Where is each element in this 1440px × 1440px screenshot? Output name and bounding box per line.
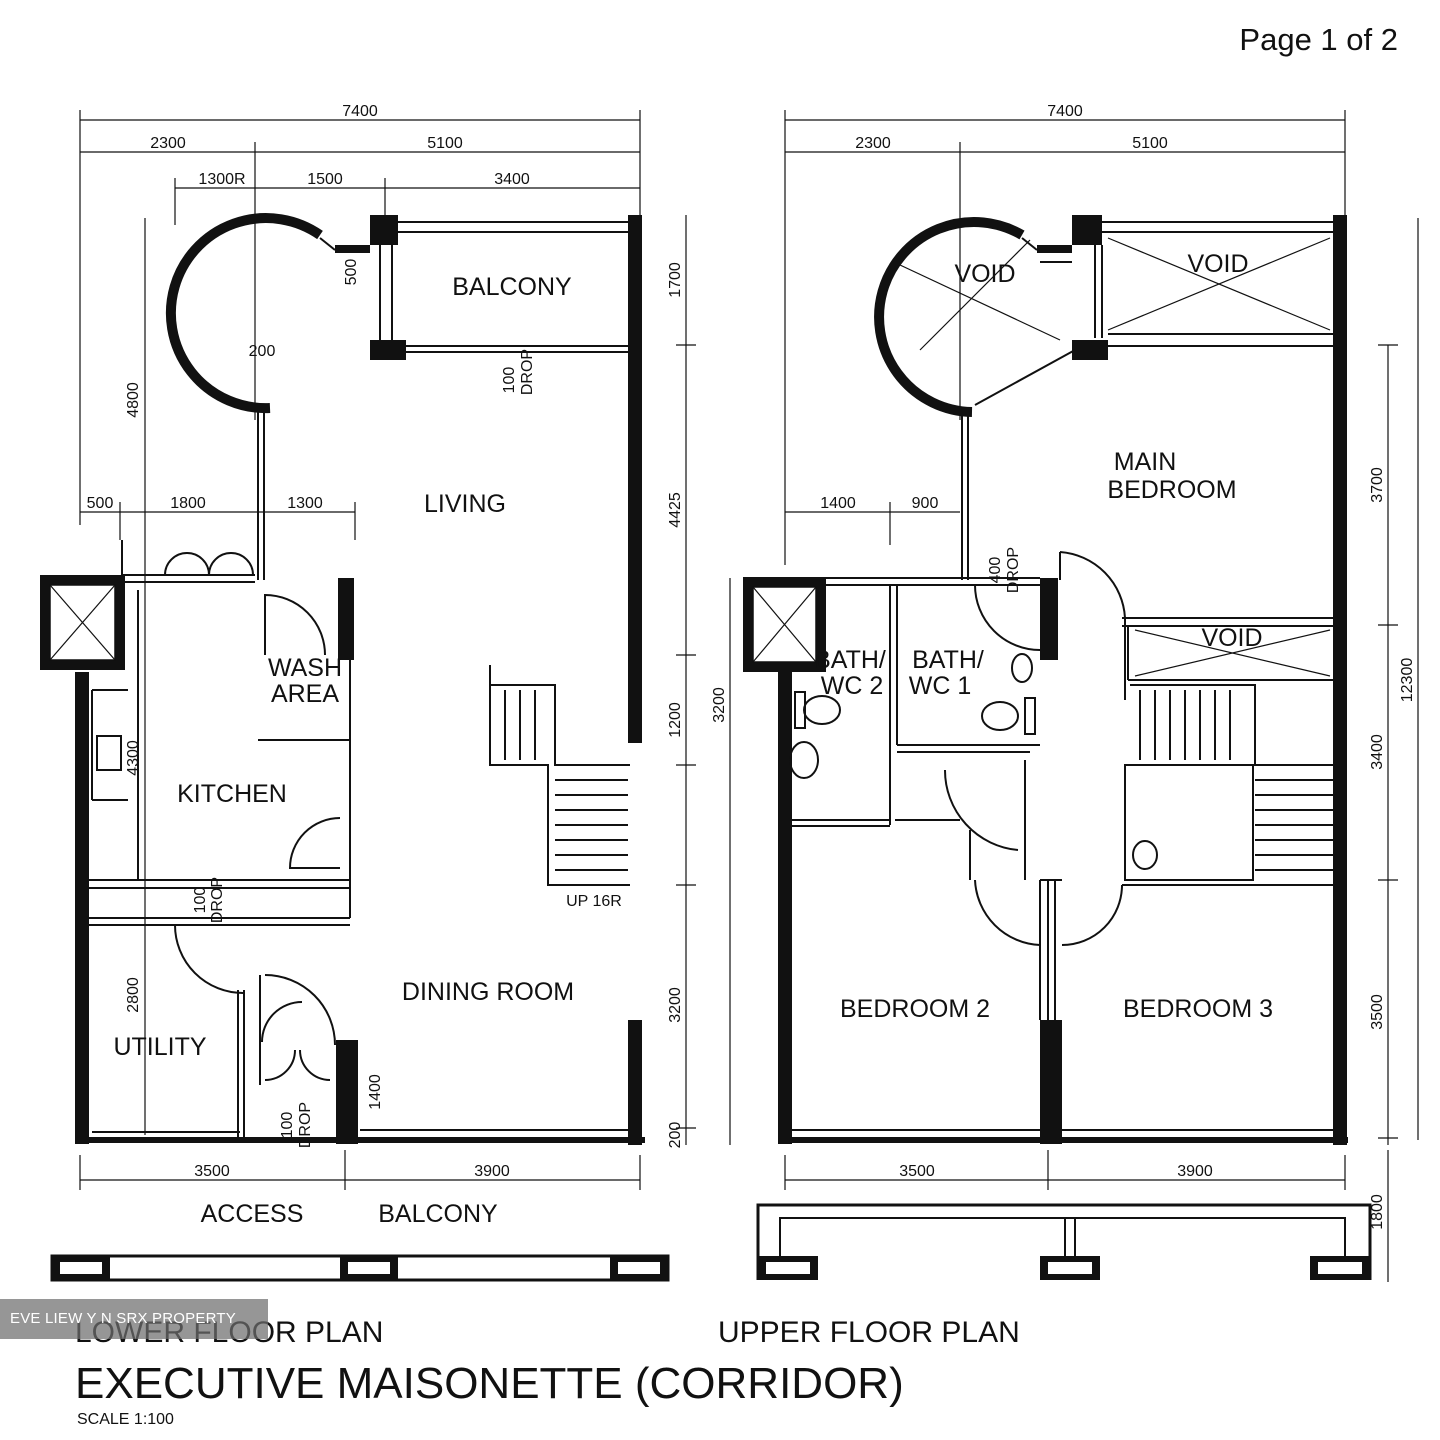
bath2-2: WC 2	[821, 672, 884, 700]
room-access: ACCESS	[201, 1200, 304, 1228]
lower-kitchen	[85, 540, 351, 926]
lower-bottom-glazing	[92, 1129, 630, 1133]
dim-1400: 1400	[367, 1074, 384, 1110]
scale-label: SCALE 1:100	[77, 1411, 174, 1428]
main-title: EXECUTIVE MAISONETTE (CORRIDOR)	[75, 1359, 904, 1408]
upper-corridor	[974, 551, 1126, 1020]
lower-walls	[40, 215, 645, 1145]
dim-right: 5100	[427, 135, 463, 152]
dim-v-left-top: 4800	[125, 382, 142, 418]
dim-left: 2300	[150, 135, 186, 152]
dim-v-right-a: 1700	[667, 262, 684, 298]
page-indicator: Page 1 of 2	[1239, 22, 1398, 57]
bath2-1: BATH/	[814, 646, 886, 674]
upper-drop-label: DROP	[1005, 547, 1022, 593]
upper-top-dimensions	[784, 110, 1346, 565]
upper-dim-v-right-c: 3500	[1369, 994, 1386, 1030]
drop3-num: 100	[279, 1112, 296, 1139]
room-bedroom2: BEDROOM 2	[840, 995, 990, 1023]
upper-void-top	[1094, 221, 1335, 347]
room-wash-1: WASH	[268, 654, 342, 682]
room-utility: UTILITY	[113, 1033, 206, 1061]
upper-right-dimensions	[1378, 218, 1419, 1282]
dim-v-right-c: 1200	[667, 702, 684, 738]
upper-drop-num: 400	[987, 557, 1004, 584]
void-a: VOID	[954, 260, 1015, 288]
room-balcony-bottom: BALCONY	[378, 1200, 498, 1228]
room-kitchen: KITCHEN	[177, 780, 287, 808]
upper-dim-left: 2300	[855, 135, 891, 152]
upper-dim-v-right-b: 3400	[1369, 734, 1386, 770]
bath1-2: WC 1	[909, 672, 972, 700]
upper-dim-v-bot: 1800	[1369, 1194, 1386, 1230]
main-bed-2: BEDROOM	[1107, 476, 1236, 504]
lower-top-dimensions	[79, 110, 641, 525]
bath1-1: BATH/	[912, 646, 984, 674]
upper-dim-v-total: 12300	[1399, 658, 1416, 703]
drop1-label: DROP	[519, 349, 536, 395]
dim-v-right-b: 4425	[667, 492, 684, 528]
dim-bottom-right: 3900	[474, 1163, 510, 1180]
dim-overall: 7400	[342, 103, 378, 120]
upper-walls	[743, 215, 1348, 1145]
room-wash-2: AREA	[271, 680, 339, 708]
dim-bottom-left: 3500	[194, 1163, 230, 1180]
upper-dim-right: 5100	[1132, 135, 1168, 152]
upper-dim-a: 1400	[820, 495, 856, 512]
dim-v-left-bot: 2800	[125, 977, 142, 1013]
upper-staircase	[1122, 684, 1335, 886]
lower-utility	[174, 924, 336, 1137]
void-c: VOID	[1201, 624, 1262, 652]
drop2-num: 100	[192, 887, 209, 914]
upper-dim-bottom-left: 3500	[899, 1163, 935, 1180]
dim-c: 3400	[494, 171, 530, 188]
upper-bottom-dimensions	[784, 1150, 1346, 1190]
watermark-banner: EVE LIEW Y N SRX PROPERTY	[0, 1299, 268, 1339]
main-bed-1: MAIN	[1114, 448, 1177, 476]
upper-roof-ledge	[756, 1203, 1372, 1280]
lower-balcony-top	[379, 221, 630, 353]
upper-dim-overall: 7400	[1047, 103, 1083, 120]
lower-right-dimensions	[676, 215, 696, 1145]
stair-label: UP 16R	[566, 893, 622, 910]
drop2-label: DROP	[209, 877, 226, 923]
dim-v-right-e: 200	[667, 1122, 684, 1149]
lower-corridor-ledge	[50, 1254, 670, 1282]
dim-v-left-mid: 4300	[125, 740, 142, 776]
upper-dim-b: 900	[912, 495, 939, 512]
drop1-num: 100	[501, 367, 518, 394]
upper-floor-plan: 7400 2300 5100 1400 900	[711, 103, 1419, 1282]
dim-d: 500	[87, 495, 114, 512]
lower-staircase	[489, 665, 630, 886]
drop3-label: DROP	[297, 1102, 314, 1148]
upper-floor-title: UPPER FLOOR PLAN	[718, 1316, 1020, 1349]
upper-bathrooms	[789, 577, 1041, 880]
upper-mid-dimensions	[785, 502, 960, 545]
dim-v-right-d: 3200	[667, 987, 684, 1023]
upper-dim-v-right-a: 3700	[1369, 467, 1386, 503]
lower-bottom-dimensions	[79, 1150, 641, 1190]
room-dining: DINING ROOM	[402, 978, 574, 1006]
dim-200: 200	[249, 343, 276, 360]
dim-e: 1800	[170, 495, 206, 512]
void-b: VOID	[1187, 250, 1248, 278]
lower-curved-bay	[165, 213, 370, 580]
upper-dim-bottom-right: 3900	[1177, 1163, 1213, 1180]
room-balcony-top: BALCONY	[452, 273, 572, 301]
upper-dim-v-left: 3200	[711, 687, 728, 723]
lower-floor-plan: 7400 2300 5100 1300R 1500 3400 500 1800 …	[40, 103, 696, 1282]
lower-mid-dimensions	[80, 502, 356, 540]
room-living: LIVING	[424, 490, 506, 518]
dim-500: 500	[343, 259, 360, 286]
dim-a: 1300R	[198, 171, 245, 188]
room-bedroom3: BEDROOM 3	[1123, 995, 1273, 1023]
dim-b: 1500	[307, 171, 343, 188]
dim-f: 1300	[287, 495, 323, 512]
upper-curved-void	[874, 217, 1076, 580]
upper-void-middle	[1122, 617, 1335, 681]
